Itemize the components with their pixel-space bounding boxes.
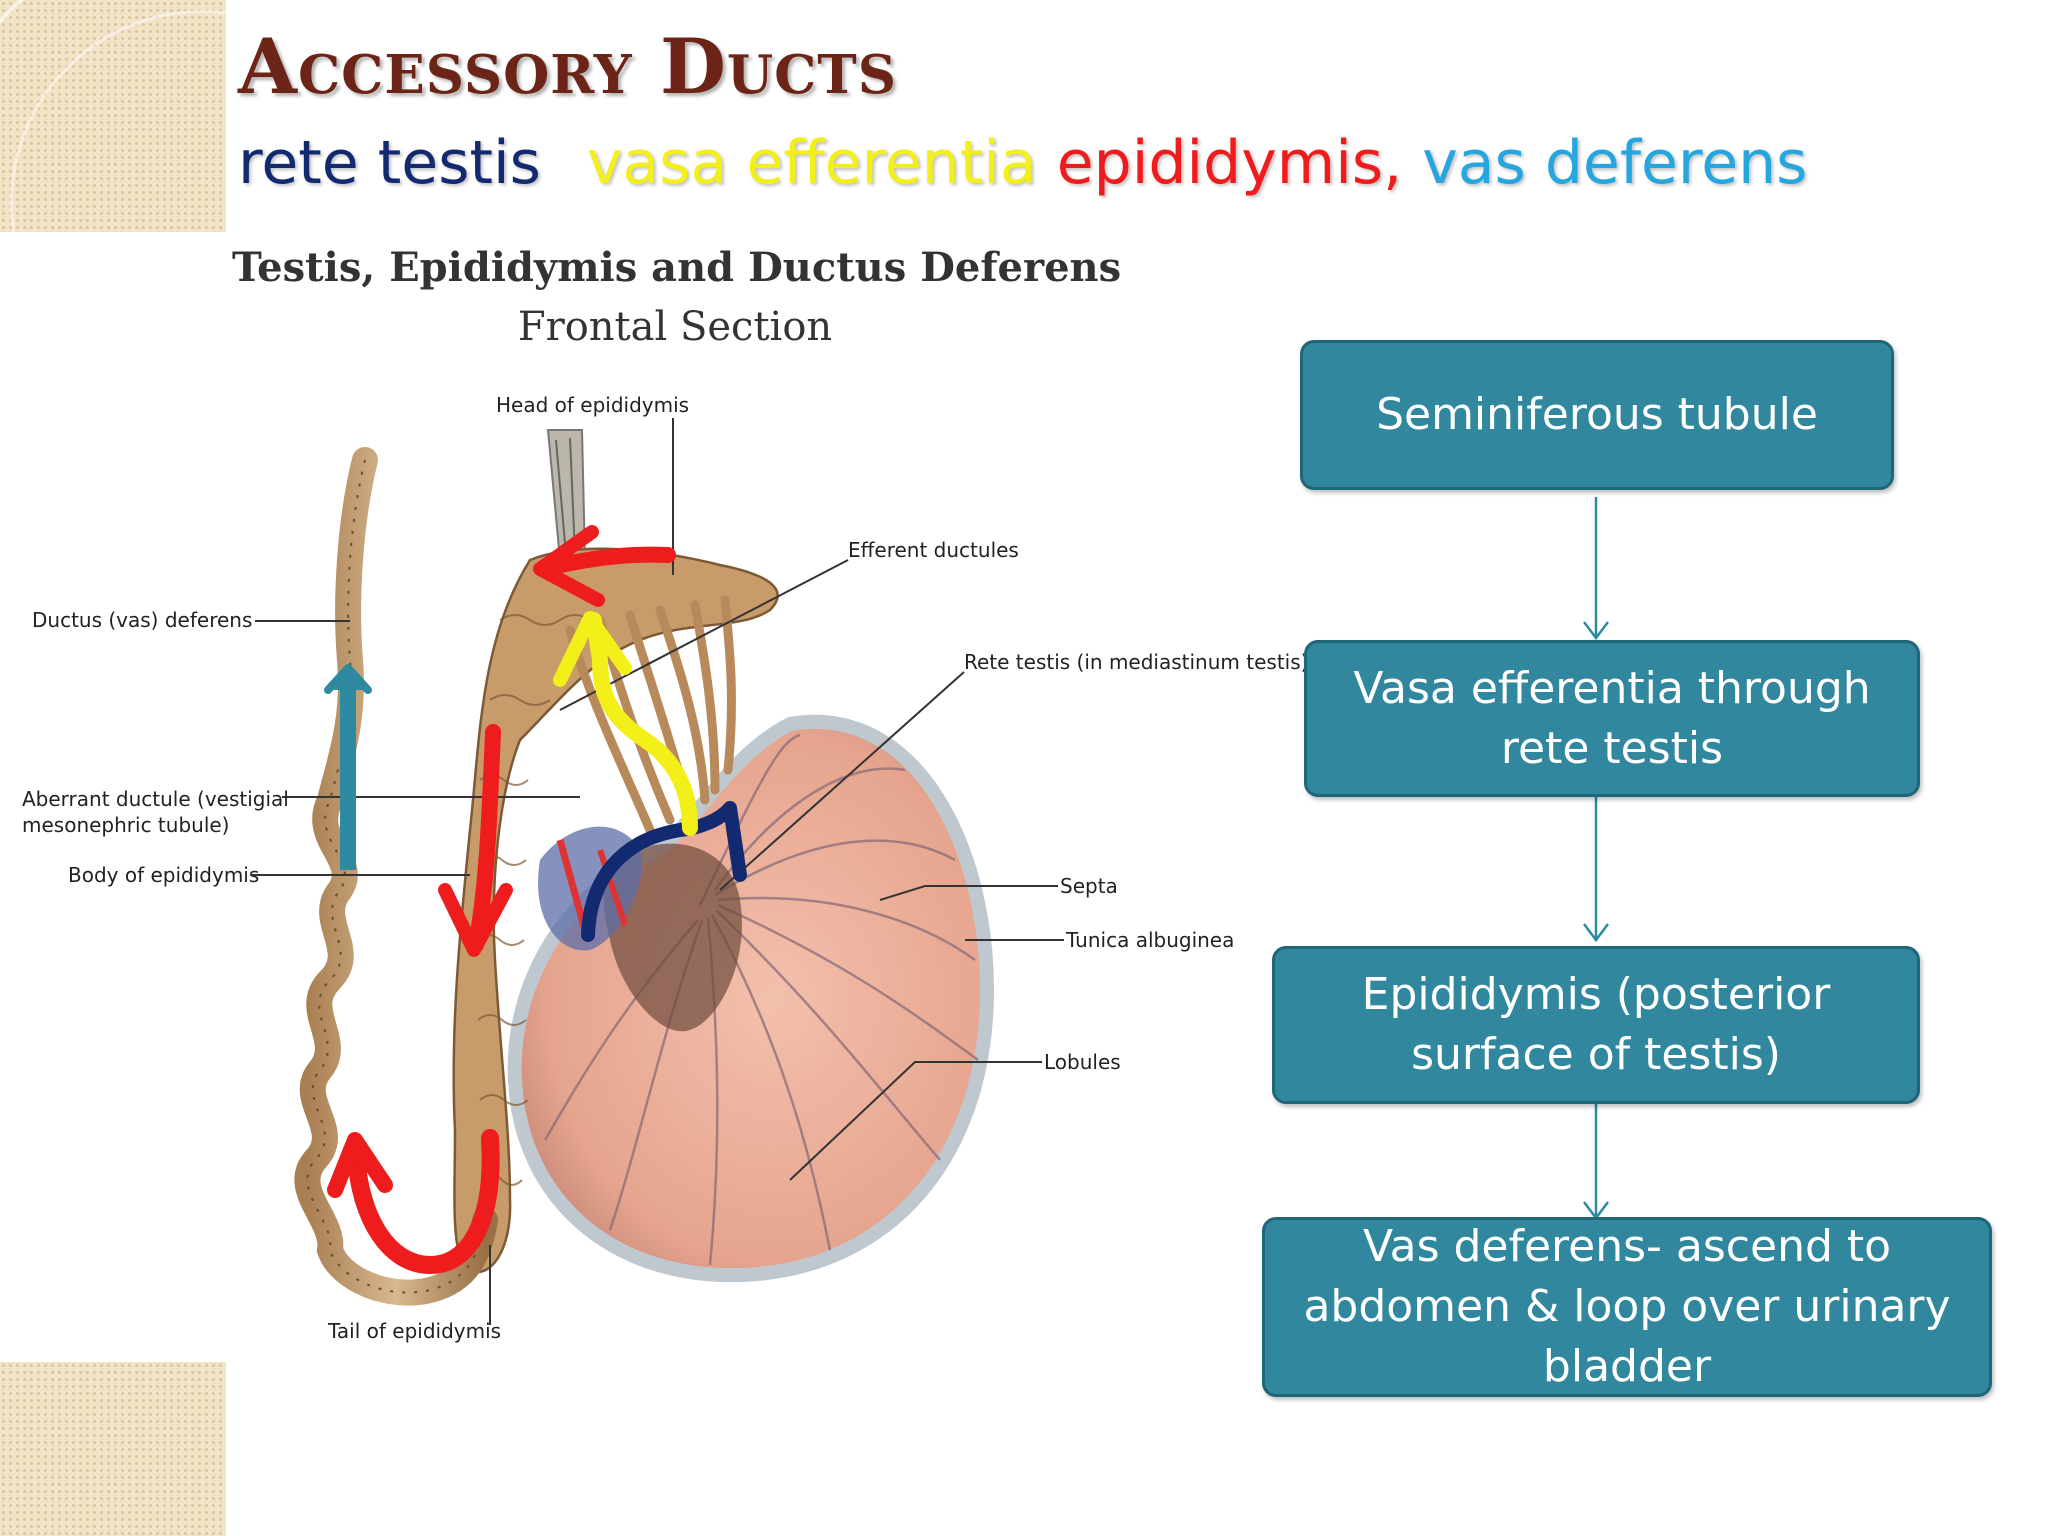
label-tail-of-epididymis: Tail of epididymis [328, 1319, 502, 1343]
subtitle-comma: , [1383, 128, 1403, 198]
leader-lines [252, 418, 1064, 1325]
vasa-efferentia-flow-arrow [586, 612, 698, 836]
flow-step-4-line1: Vas deferens- ascend to [1362, 1221, 1892, 1272]
label-aberrant-ductule-line2: mesonephric tubule) [22, 813, 230, 837]
subtitle-rete-testis: rete testis [238, 128, 541, 198]
testis [507, 715, 994, 1283]
subtitle-vas-deferens: vas deferens [1422, 128, 1808, 198]
epididymis-head-arrow-head [533, 525, 605, 607]
vas-deferens-arrow-head [324, 664, 372, 694]
flow-step-seminiferous-tubule: Seminiferous tubule [1300, 340, 1894, 490]
figure-title: Testis, Epididymis and Ductus Deferens [232, 244, 1122, 291]
flow-step-2-line1: Vasa efferentia through [1353, 662, 1871, 714]
corner-decoration-bottom [0, 1362, 226, 1536]
flow-step-3-line1: Epididymis (posterior [1361, 969, 1831, 1020]
epididymis-tail-loop-arrow-head [327, 1132, 393, 1198]
flow-step-4-line3: bladder [1542, 1341, 1712, 1392]
slide-subtitle: rete testis vasa efferentia epididymis, vas… [238, 128, 1807, 198]
epididymis-body-arrow-head [438, 883, 513, 957]
label-lobules: Lobules [1044, 1050, 1121, 1074]
epididymis-head-flow-arrow [540, 546, 676, 576]
label-ductus-deferens: Ductus (vas) deferens [32, 608, 253, 632]
label-body-of-epididymis: Body of epididymis [68, 863, 260, 887]
epididymis-tail-loop-arrow [347, 1129, 500, 1274]
label-aberrant-ductule-line1: Aberrant ductule (vestigial [22, 787, 289, 811]
flow-step-4-line2: abdomen & loop over urinary [1303, 1281, 1951, 1332]
vasa-efferentia-arrow-head [553, 611, 632, 687]
flow-step-vas-deferens: Vas deferens- ascend to abdomen & loop o… [1262, 1217, 1992, 1397]
label-efferent-ductules: Efferent ductules [848, 538, 1019, 562]
label-head-of-epididymis: Head of epididymis [496, 393, 690, 417]
rete-testis-flow-arrow [581, 801, 747, 942]
flow-step-3-line2: surface of testis) [1411, 1029, 1781, 1080]
corner-decoration-top [0, 0, 226, 232]
flow-step-vasa-efferentia: Vasa efferentia through rete testis [1304, 640, 1920, 797]
subtitle-vasa-efferentia: vasa efferentia [586, 128, 1037, 198]
subtitle-epididymis: epididymis [1056, 128, 1384, 198]
epididymis-body-flow-arrow [468, 724, 501, 953]
label-septa: Septa [1060, 874, 1118, 898]
figure-subtitle: Frontal Section [517, 304, 833, 350]
label-rete-testis: Rete testis (in mediastinum testis) [964, 650, 1309, 674]
spermatic-cord [546, 429, 587, 561]
flow-step-epididymis: Epididymis (posterior surface of testis) [1272, 946, 1920, 1104]
slide-title: Accessory Ducts [238, 22, 898, 111]
flow-step-2-line2: rete testis [1500, 722, 1724, 774]
label-tunica-albuginea: Tunica albuginea [1066, 928, 1235, 952]
flow-step-1-line1: Seminiferous tubule [1376, 389, 1818, 440]
